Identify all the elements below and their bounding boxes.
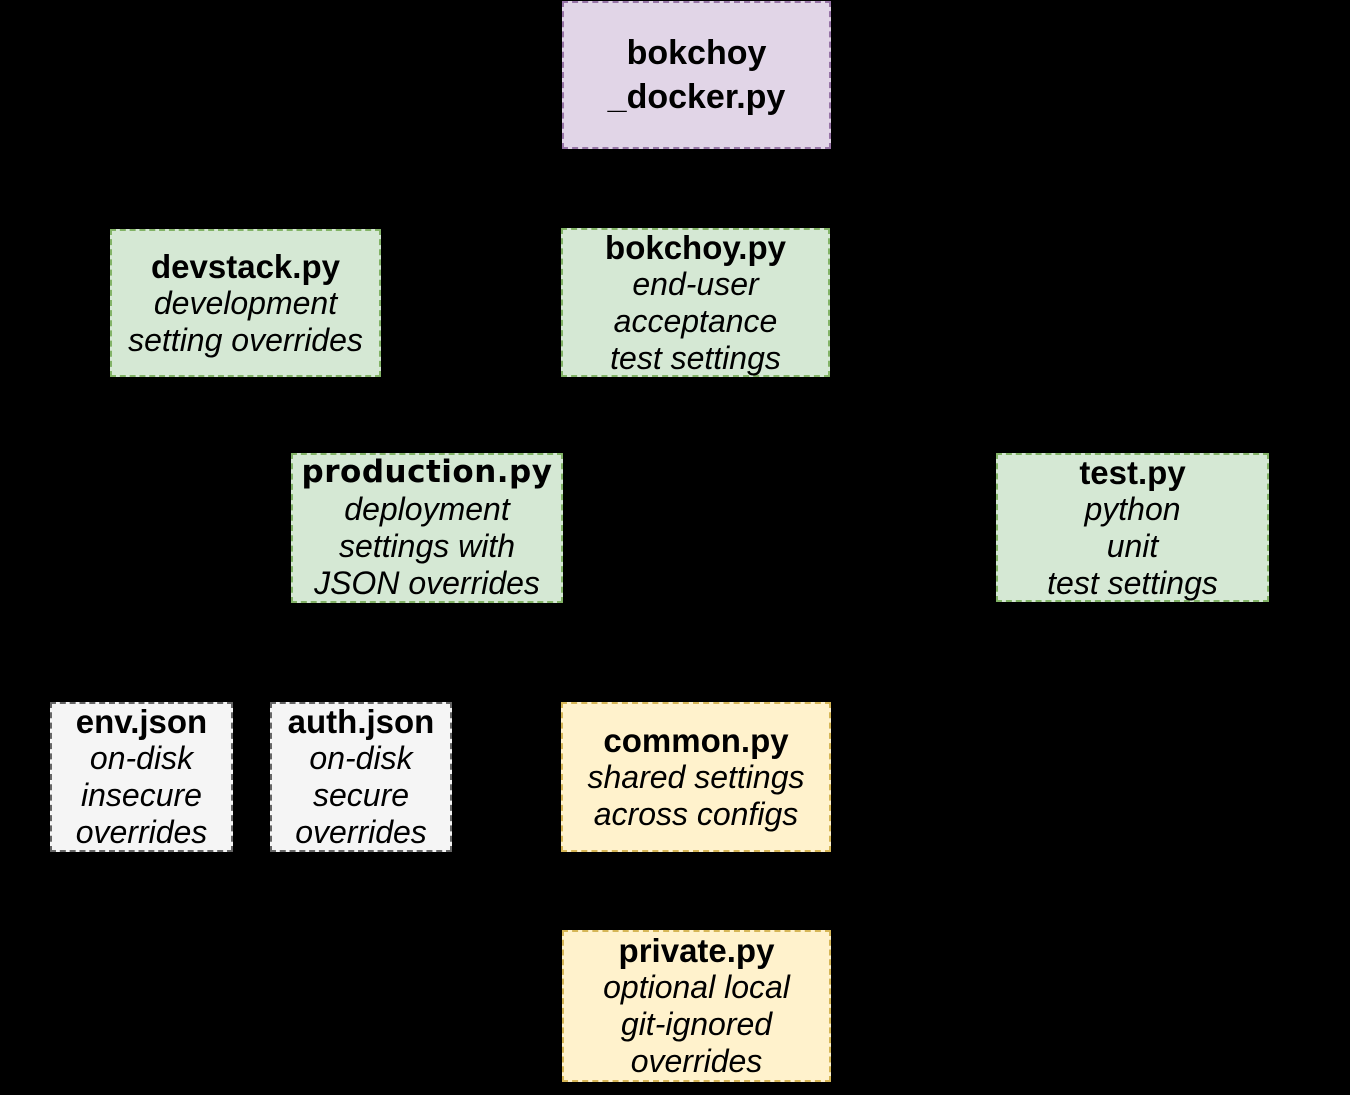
node-title: private.py: [618, 932, 775, 969]
node-subtitle-line: across configs: [593, 795, 799, 832]
node-subtitle-line: unit: [1106, 527, 1159, 564]
diagram-node-bokchoy-py: bokchoy.py end-user acceptance test sett…: [561, 228, 830, 377]
diagram-node-auth-json: auth.json on-disk secure overrides: [270, 702, 452, 852]
node-subtitle-line: setting overrides: [128, 321, 363, 358]
node-title: common.py: [603, 721, 789, 759]
node-subtitle-line: overrides: [630, 1043, 763, 1079]
node-subtitle-line: JSON overrides: [314, 565, 540, 601]
node-subtitle-line: secure: [312, 777, 410, 813]
diagram-node-bokchoy-docker-py: bokchoy _docker.py: [562, 1, 831, 149]
node-subtitle-line: git-ignored: [620, 1006, 773, 1042]
node-subtitle-line: insecure: [81, 777, 202, 813]
diagram-node-devstack-py: devstack.py development setting override…: [110, 229, 381, 377]
node-title: bokchoy.py: [605, 228, 786, 266]
diagram-node-production-py: production.py deployment settings with J…: [291, 453, 563, 603]
node-subtitle-line: on-disk: [89, 740, 194, 776]
node-title: test.py: [1079, 453, 1186, 491]
diagram-node-private-py: private.py optional local git-ignored ov…: [562, 930, 831, 1082]
node-title-line: bokchoy: [626, 34, 767, 72]
diagram-node-env-json: env.json on-disk insecure overrides: [50, 702, 233, 852]
node-subtitle-line: development: [153, 284, 338, 321]
diagram-node-test-py: test.py python unit test settings: [996, 453, 1269, 602]
node-subtitle-line: python: [1084, 490, 1181, 527]
node-subtitle-line: shared settings: [587, 758, 805, 795]
node-subtitle-line: on-disk: [309, 740, 413, 776]
node-subtitle-line: end-user: [632, 265, 759, 302]
node-subtitle-line: test settings: [1047, 564, 1218, 601]
node-title-line: _docker.py: [607, 78, 786, 116]
node-subtitle-line: optional local: [603, 969, 790, 1005]
node-subtitle-line: test settings: [610, 339, 781, 376]
node-subtitle-line: overrides: [295, 814, 427, 850]
node-title: auth.json: [287, 703, 435, 740]
node-subtitle-line: acceptance: [613, 302, 778, 339]
node-subtitle-line: overrides: [75, 814, 208, 850]
node-title: devstack.py: [151, 247, 340, 285]
node-title: env.json: [75, 703, 208, 740]
node-title: production.py: [301, 454, 553, 490]
diagram-node-common-py: common.py shared settings across configs: [561, 702, 831, 852]
node-subtitle-line: deployment: [344, 491, 510, 527]
node-subtitle-line: settings with: [338, 528, 516, 564]
